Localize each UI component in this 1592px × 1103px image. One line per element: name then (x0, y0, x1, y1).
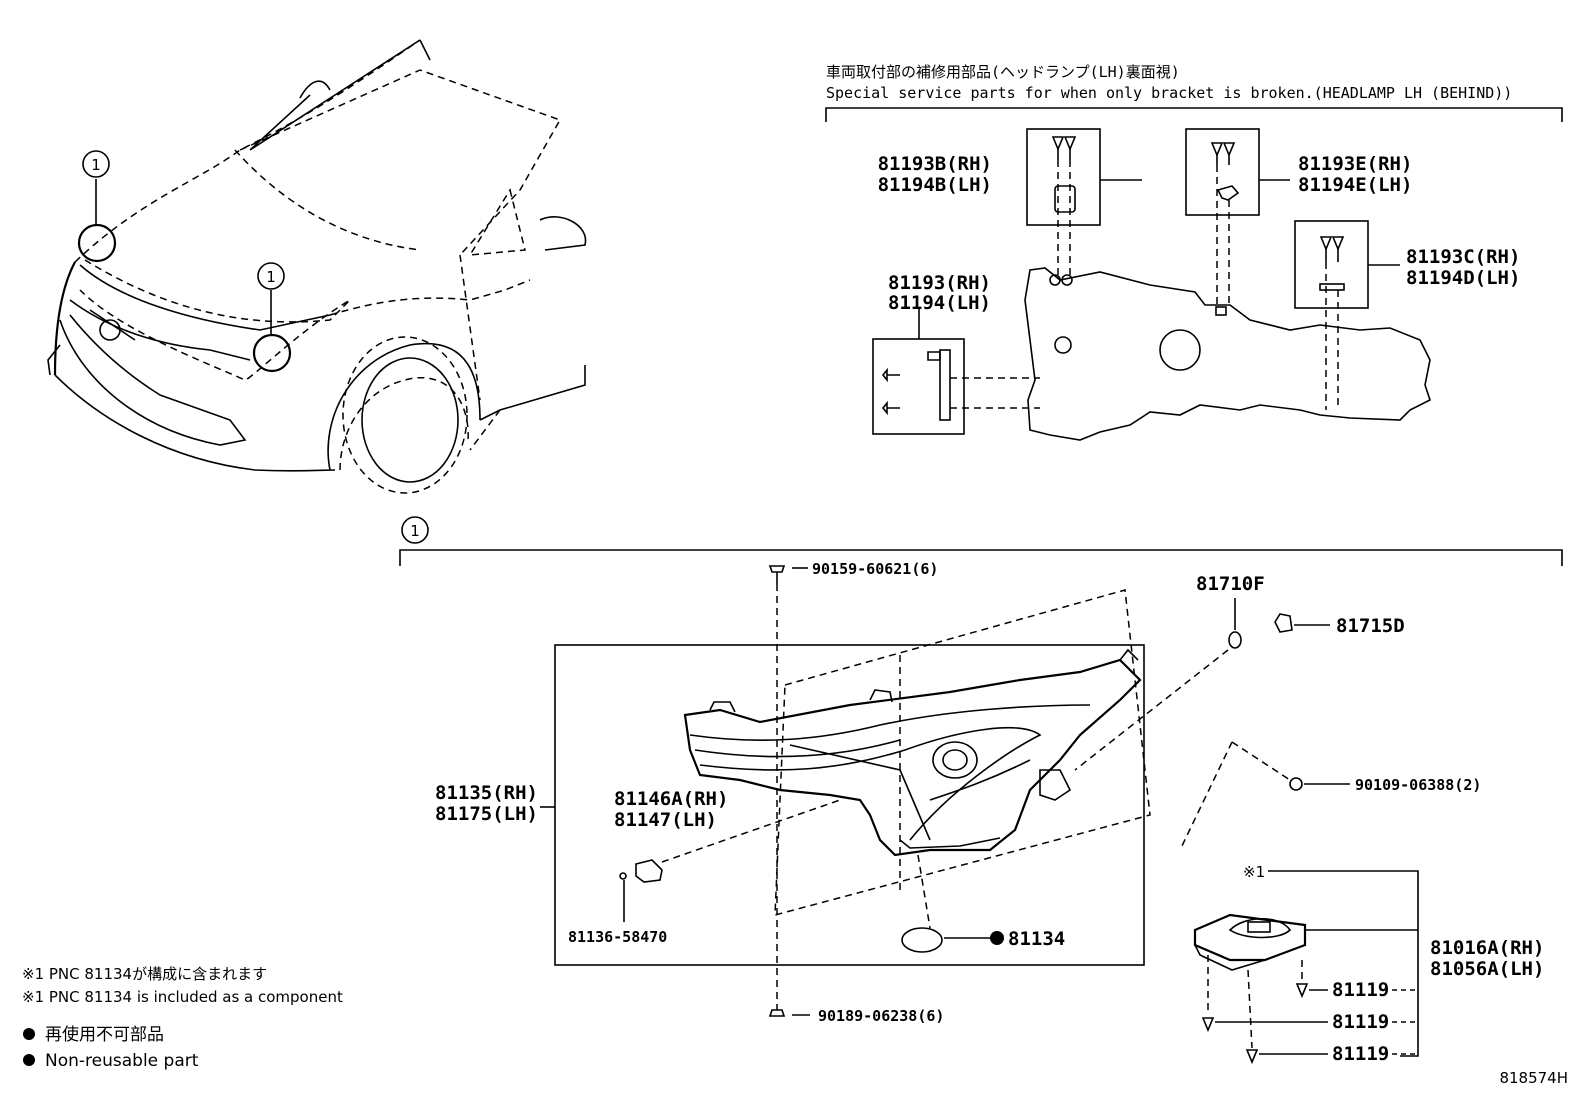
callout-1-section (401, 516, 429, 544)
label-81119-1: 81119 (1332, 979, 1389, 1001)
label-81147: 81147(LH) (614, 809, 717, 831)
legend-bullet-1 (23, 1028, 35, 1040)
headlamp-assembly-section: 1 81135(RH) 81175(LH) (399, 516, 1563, 1065)
note-en: ※1 PNC 81134 is included as a component (22, 988, 343, 1006)
callout-1-left (82, 150, 110, 178)
label-81135: 81135(RH) (435, 782, 538, 804)
label-81193e: 81193E(RH) (1298, 153, 1412, 175)
headlamp-assembly-drawing (683, 648, 1142, 857)
header-title-ja: 車両取付部の補修用部品(ヘッドランプ(LH)裏面視) (826, 63, 1180, 81)
label-81056a: 81056A(LH) (1430, 958, 1544, 980)
label-90109: 90109-06388(2) (1355, 776, 1481, 794)
gasket-icon (901, 927, 943, 953)
screw-icon-1 (1295, 983, 1309, 999)
label-81193c: 81193C(RH) (1406, 246, 1520, 268)
label-81119-2: 81119 (1332, 1011, 1389, 1033)
ballast-mark: ※1 (1243, 863, 1265, 881)
bulb-icon (1228, 631, 1242, 649)
callout-1-right (257, 262, 285, 290)
screw-icon-3 (1245, 1049, 1259, 1065)
label-90189: 90189-06238(6) (818, 1007, 944, 1025)
part-box-81193c (1294, 220, 1369, 309)
cover-icon (635, 859, 663, 883)
clip-icon (619, 872, 627, 880)
callout-label: 1 (91, 156, 101, 174)
label-81194b: 81194B(LH) (878, 174, 992, 196)
label-81715d: 81715D (1336, 615, 1405, 637)
headlamp-rear-outline (1024, 267, 1431, 441)
nonreusable-mark (990, 931, 1004, 945)
bracket-service-section: 車両取付部の補修用部品(ヘッドランプ(LH)裏面視) Special servi… (825, 63, 1563, 441)
label-81194e: 81194E(LH) (1298, 174, 1412, 196)
label-81136: 81136-58470 (568, 928, 667, 946)
callout-target-lh (77, 223, 117, 263)
notes-legend: ※1 PNC 81134が構成に含まれます ※1 PNC 81134 is in… (22, 965, 1568, 1087)
ballast-icon (1193, 913, 1307, 971)
bolt-bottom-icon (768, 1009, 786, 1017)
drawing-number: 818574H (1499, 1069, 1568, 1087)
label-81119-3: 81119 (1332, 1043, 1389, 1065)
callout-target-rh (252, 333, 292, 373)
label-81710f: 81710F (1196, 573, 1265, 595)
label-81193b: 81193B(RH) (878, 153, 992, 175)
legend-bullet-2 (23, 1054, 35, 1066)
legend-nonreuse-ja: 再使用不可部品 (45, 1024, 164, 1045)
label-90159: 90159-60621(6) (812, 560, 938, 578)
label-81134: 81134 (1008, 928, 1065, 950)
note-ja: ※1 PNC 81134が構成に含まれます (22, 965, 267, 983)
screw-icon-2 (1201, 1017, 1215, 1033)
headlamp-unit-frame (554, 644, 1145, 966)
legend-nonreuse-en: Non-reusable part (45, 1051, 199, 1071)
label-81194: 81194(LH) (888, 292, 991, 314)
label-81146a: 81146A(RH) (614, 788, 728, 810)
car-front-sketch: 1 1 (47, 39, 587, 494)
label-81175: 81175(LH) (435, 803, 538, 825)
screw-90109-icon (1289, 777, 1303, 791)
label-81016a: 81016A(RH) (1430, 937, 1544, 959)
section-callout-label: 1 (410, 522, 420, 540)
bolt-top-icon (768, 565, 786, 573)
header-title-en: Special service parts for when only brac… (826, 84, 1512, 102)
part-box-81193e (1185, 128, 1260, 216)
label-81194d: 81194D(LH) (1406, 267, 1520, 289)
callout-label: 1 (266, 268, 276, 286)
socket-icon (1274, 613, 1293, 633)
label-81193: 81193(RH) (888, 272, 991, 294)
part-box-81193b (1026, 128, 1101, 226)
